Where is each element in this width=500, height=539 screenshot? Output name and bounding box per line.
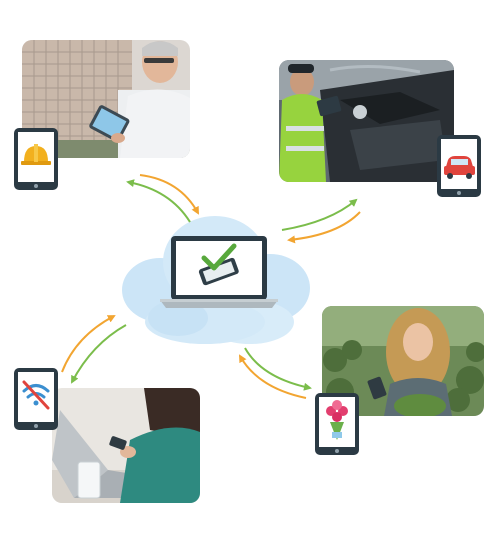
arrow-orange-bottomright [239,354,307,399]
car-icon [437,135,481,197]
arrow-orange-bottomleft [61,315,116,373]
arrow-orange-topright [287,211,361,244]
arrow-green-bottomright [244,347,312,391]
person-using-phone-at-laptop-photo [52,388,200,503]
laptop-with-phone-checkmark-icon [160,236,278,308]
arrow-green-topright [281,198,358,231]
arrow-orange-topleft [139,174,199,215]
auto-damage-inspection-photo [279,60,454,182]
hard-hat-icon [14,128,58,190]
arrows [61,174,361,399]
arrow-green-bottomleft [71,324,127,384]
no-wifi-icon [14,368,58,430]
flower-bouquet-icon [315,393,359,455]
construction-manager-with-tablet-photo [22,40,190,158]
arrow-green-topleft [126,179,191,223]
